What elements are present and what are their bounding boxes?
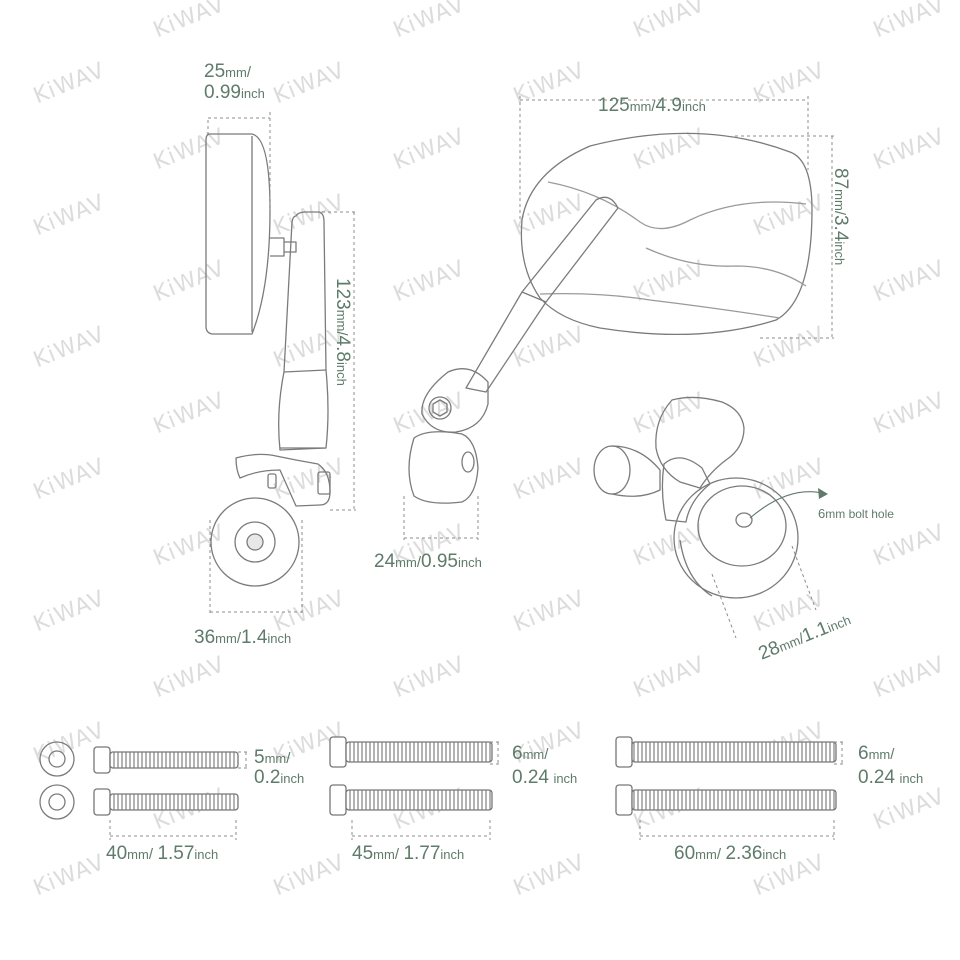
callout-arrowhead <box>818 488 828 499</box>
washer <box>39 741 75 777</box>
mirror-width-label: 125mm/4.9inch <box>598 95 706 116</box>
side-view <box>205 133 331 587</box>
clamp-perspective-view <box>593 396 799 599</box>
bolt-head <box>329 736 347 768</box>
bolt-thread <box>631 789 837 811</box>
bolt-2-length-label: 45mm/ 1.77inch <box>352 843 465 864</box>
washer <box>39 784 75 820</box>
bolt-1-length-label: 40mm/ 1.57inch <box>106 843 219 864</box>
clamp-body <box>661 457 711 523</box>
front-view <box>408 132 813 504</box>
mirror-side-profile <box>205 133 271 335</box>
bolt-thread <box>109 793 239 811</box>
bolt <box>615 736 837 768</box>
bolt-thread <box>345 789 493 811</box>
bolt-1-diameter-inch: 0.2inch <box>254 767 305 788</box>
mirror-height-label: 87mm/3.4inch <box>830 168 851 266</box>
bolt <box>329 736 493 768</box>
bolt <box>93 746 239 774</box>
hardware-row <box>39 741 75 820</box>
bolt-dimension-lines <box>109 741 846 840</box>
joint-width-label: 24mm/0.95inch <box>374 551 482 572</box>
bolt-2-diameter-label: 6mm/ <box>512 743 549 764</box>
bolt-hole-note: 6mm bolt hole <box>818 506 894 521</box>
bolt-thread <box>109 751 239 769</box>
side-arm <box>278 211 329 451</box>
bolt-1-diameter-label: 5mm/ <box>254 747 291 768</box>
clamp-side-nut <box>593 445 631 495</box>
bolt-head <box>615 736 633 768</box>
side-clamp-ring <box>210 497 300 587</box>
bolt-3-diameter-label: 6mm/ <box>858 743 895 764</box>
bolt-thread <box>631 741 837 763</box>
bolt-head <box>93 746 111 774</box>
mirror-mount-stud <box>270 237 285 257</box>
clamp-width-label: 36mm/1.4inch <box>194 627 292 648</box>
bolt-head <box>329 784 347 816</box>
bolt <box>615 784 837 816</box>
bolt-head <box>615 784 633 816</box>
bolt-2-diameter-inch: 0.24 inch <box>512 767 578 788</box>
bolt-thread <box>345 741 493 763</box>
side-depth-label: 25mm/ <box>204 61 251 82</box>
joint-collar <box>408 431 479 504</box>
side-clamp-body <box>235 453 331 507</box>
bolt-head <box>93 788 111 816</box>
bolt-3-diameter-inch: 0.24 inch <box>858 767 924 788</box>
side-height-label: 123mm/4.8inch <box>332 278 353 386</box>
clamp-top-arm <box>655 396 745 489</box>
side-depth-label-inch: 0.99inch <box>204 82 265 103</box>
mirror-arm <box>465 196 619 393</box>
bolt <box>329 784 493 816</box>
mirror-head <box>520 132 813 336</box>
dimension-lines <box>207 96 834 639</box>
bolt <box>93 788 239 816</box>
bolt-3-length-label: 60mm/ 2.36inch <box>674 843 787 864</box>
bolt-set <box>93 736 837 816</box>
arm-joint <box>421 368 489 433</box>
bolt-hole <box>735 512 753 528</box>
clamp-ring-outer <box>673 477 799 599</box>
